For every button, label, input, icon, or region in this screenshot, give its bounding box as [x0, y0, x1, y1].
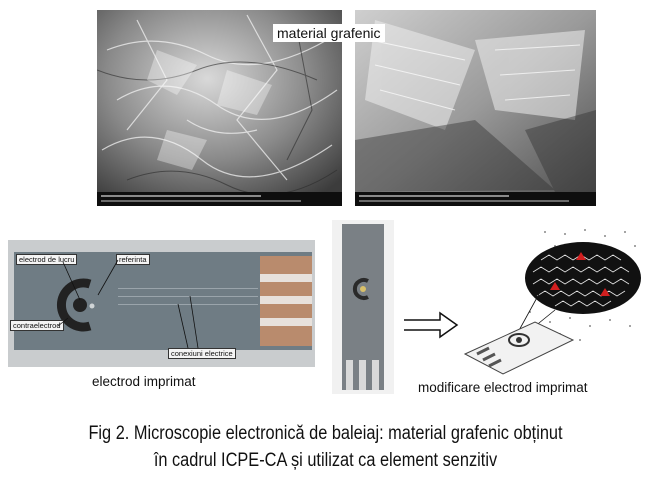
connection-tracks [260, 256, 312, 346]
electrode-cell-icon [56, 278, 95, 332]
figure-caption: Fig 2. Microscopie electronică de baleia… [0, 420, 651, 474]
printed-electrode-label: electrod imprimat [92, 374, 196, 389]
caption-line-1: Fig 2. Microscopie electronică de baleia… [88, 423, 563, 444]
sem-image-left [97, 10, 342, 206]
caption-line-2: în cadrul ICPE-CA și utilizat ca element… [153, 450, 498, 471]
modified-electrode-diagram [463, 229, 641, 375]
material-label: material grafenic [273, 24, 385, 42]
annotation-leaders [57, 259, 199, 349]
arrow-right-icon [404, 311, 459, 339]
electrode-vertical-cell-icon [352, 278, 369, 300]
electrode-vertical-photo [332, 220, 394, 394]
annotation-working-electrode: electrod de lucru [16, 254, 78, 265]
sem-image-right [355, 10, 596, 206]
annotation-counter-electrode: contraelectrod [10, 320, 64, 331]
electrode-strip-photo: electrod de lucru referinta contraelectr… [8, 240, 315, 367]
modified-electrode-label: modificare electrod imprimat [418, 380, 588, 395]
annotation-reference: referinta [116, 254, 150, 265]
annotation-connections: conexiuni electrice [168, 348, 236, 359]
